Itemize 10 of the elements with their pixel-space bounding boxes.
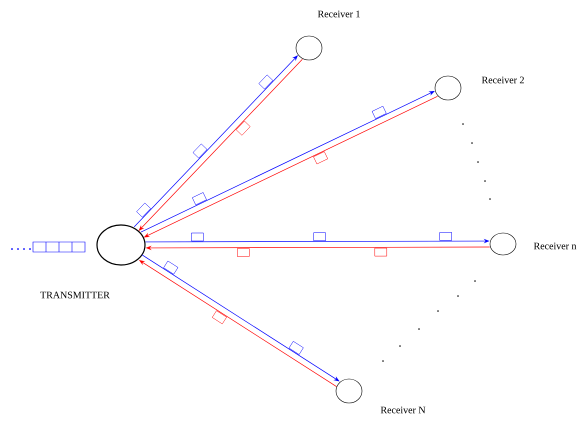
node-label: TRANSMITTER [40, 292, 110, 298]
receiver-circle [296, 36, 322, 60]
node-label: Receiver n [534, 242, 576, 250]
node-label: Receiver 2 [482, 76, 524, 84]
transmitter-circle [96, 224, 146, 266]
receiver-circle [434, 76, 462, 100]
receiver-circle [336, 378, 362, 404]
receiver-circle [490, 232, 516, 256]
node-label: Receiver N [380, 406, 426, 414]
node-label: Receiver 1 [318, 10, 360, 18]
